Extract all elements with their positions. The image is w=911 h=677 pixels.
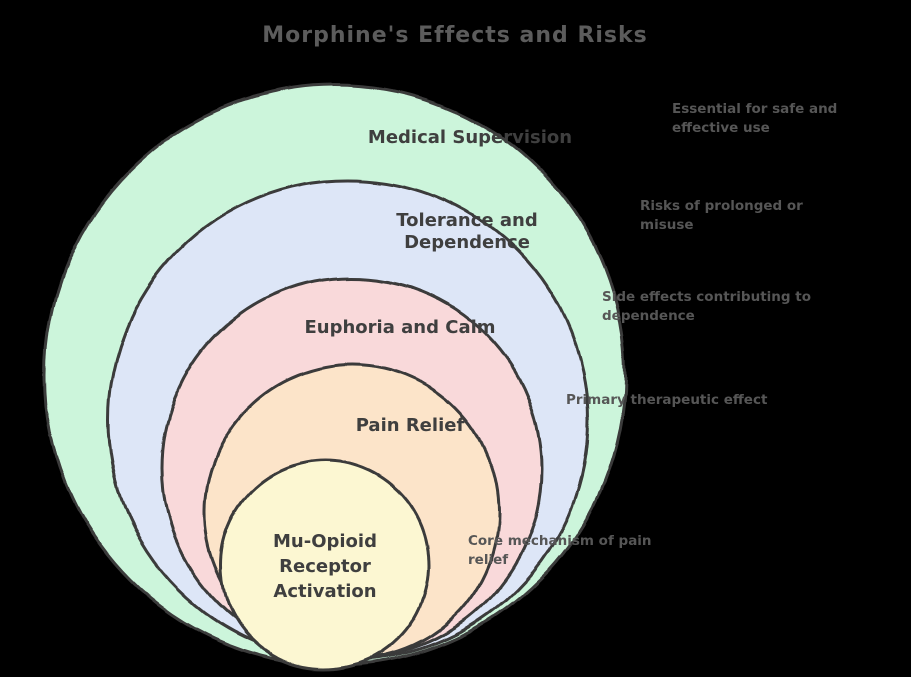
- label-medical-supervision: Medical Supervision: [368, 127, 572, 148]
- label-mu-opioid-line2: Receptor: [279, 556, 371, 577]
- annotations: Essential for safe and effective use Ris…: [468, 101, 837, 568]
- annotation-mu-opioid-line2: relief: [468, 552, 508, 568]
- annotation-medical-supervision-line2: effective use: [672, 120, 770, 136]
- label-tolerance-line2: Dependence: [404, 232, 530, 253]
- annotation-mu-opioid-line1: Core mechanism of pain: [468, 533, 652, 549]
- label-euphoria-and-calm: Euphoria and Calm: [304, 317, 495, 338]
- band-mu-opioid-receptor-activation: [219, 459, 431, 671]
- label-mu-opioid-line1: Mu-Opioid: [273, 531, 377, 552]
- annotation-pain-relief-line1: Primary therapeutic effect: [566, 392, 768, 408]
- annotation-tolerance-line2: misuse: [640, 217, 694, 233]
- annotation-tolerance-line1: Risks of prolonged or: [640, 198, 803, 214]
- annotation-euphoria-line1: Side effects contributing to: [602, 289, 811, 305]
- label-mu-opioid-line3: Activation: [273, 581, 376, 602]
- label-tolerance-line1: Tolerance and: [396, 210, 537, 231]
- diagram-title: Morphine's Effects and Risks: [262, 23, 648, 48]
- band-labels: Medical Supervision Tolerance and Depend…: [273, 127, 572, 602]
- label-pain-relief: Pain Relief: [356, 415, 465, 436]
- annotation-medical-supervision-line1: Essential for safe and: [672, 101, 837, 117]
- annotation-euphoria-line2: dependence: [602, 308, 695, 324]
- diagram-bands: [43, 83, 627, 671]
